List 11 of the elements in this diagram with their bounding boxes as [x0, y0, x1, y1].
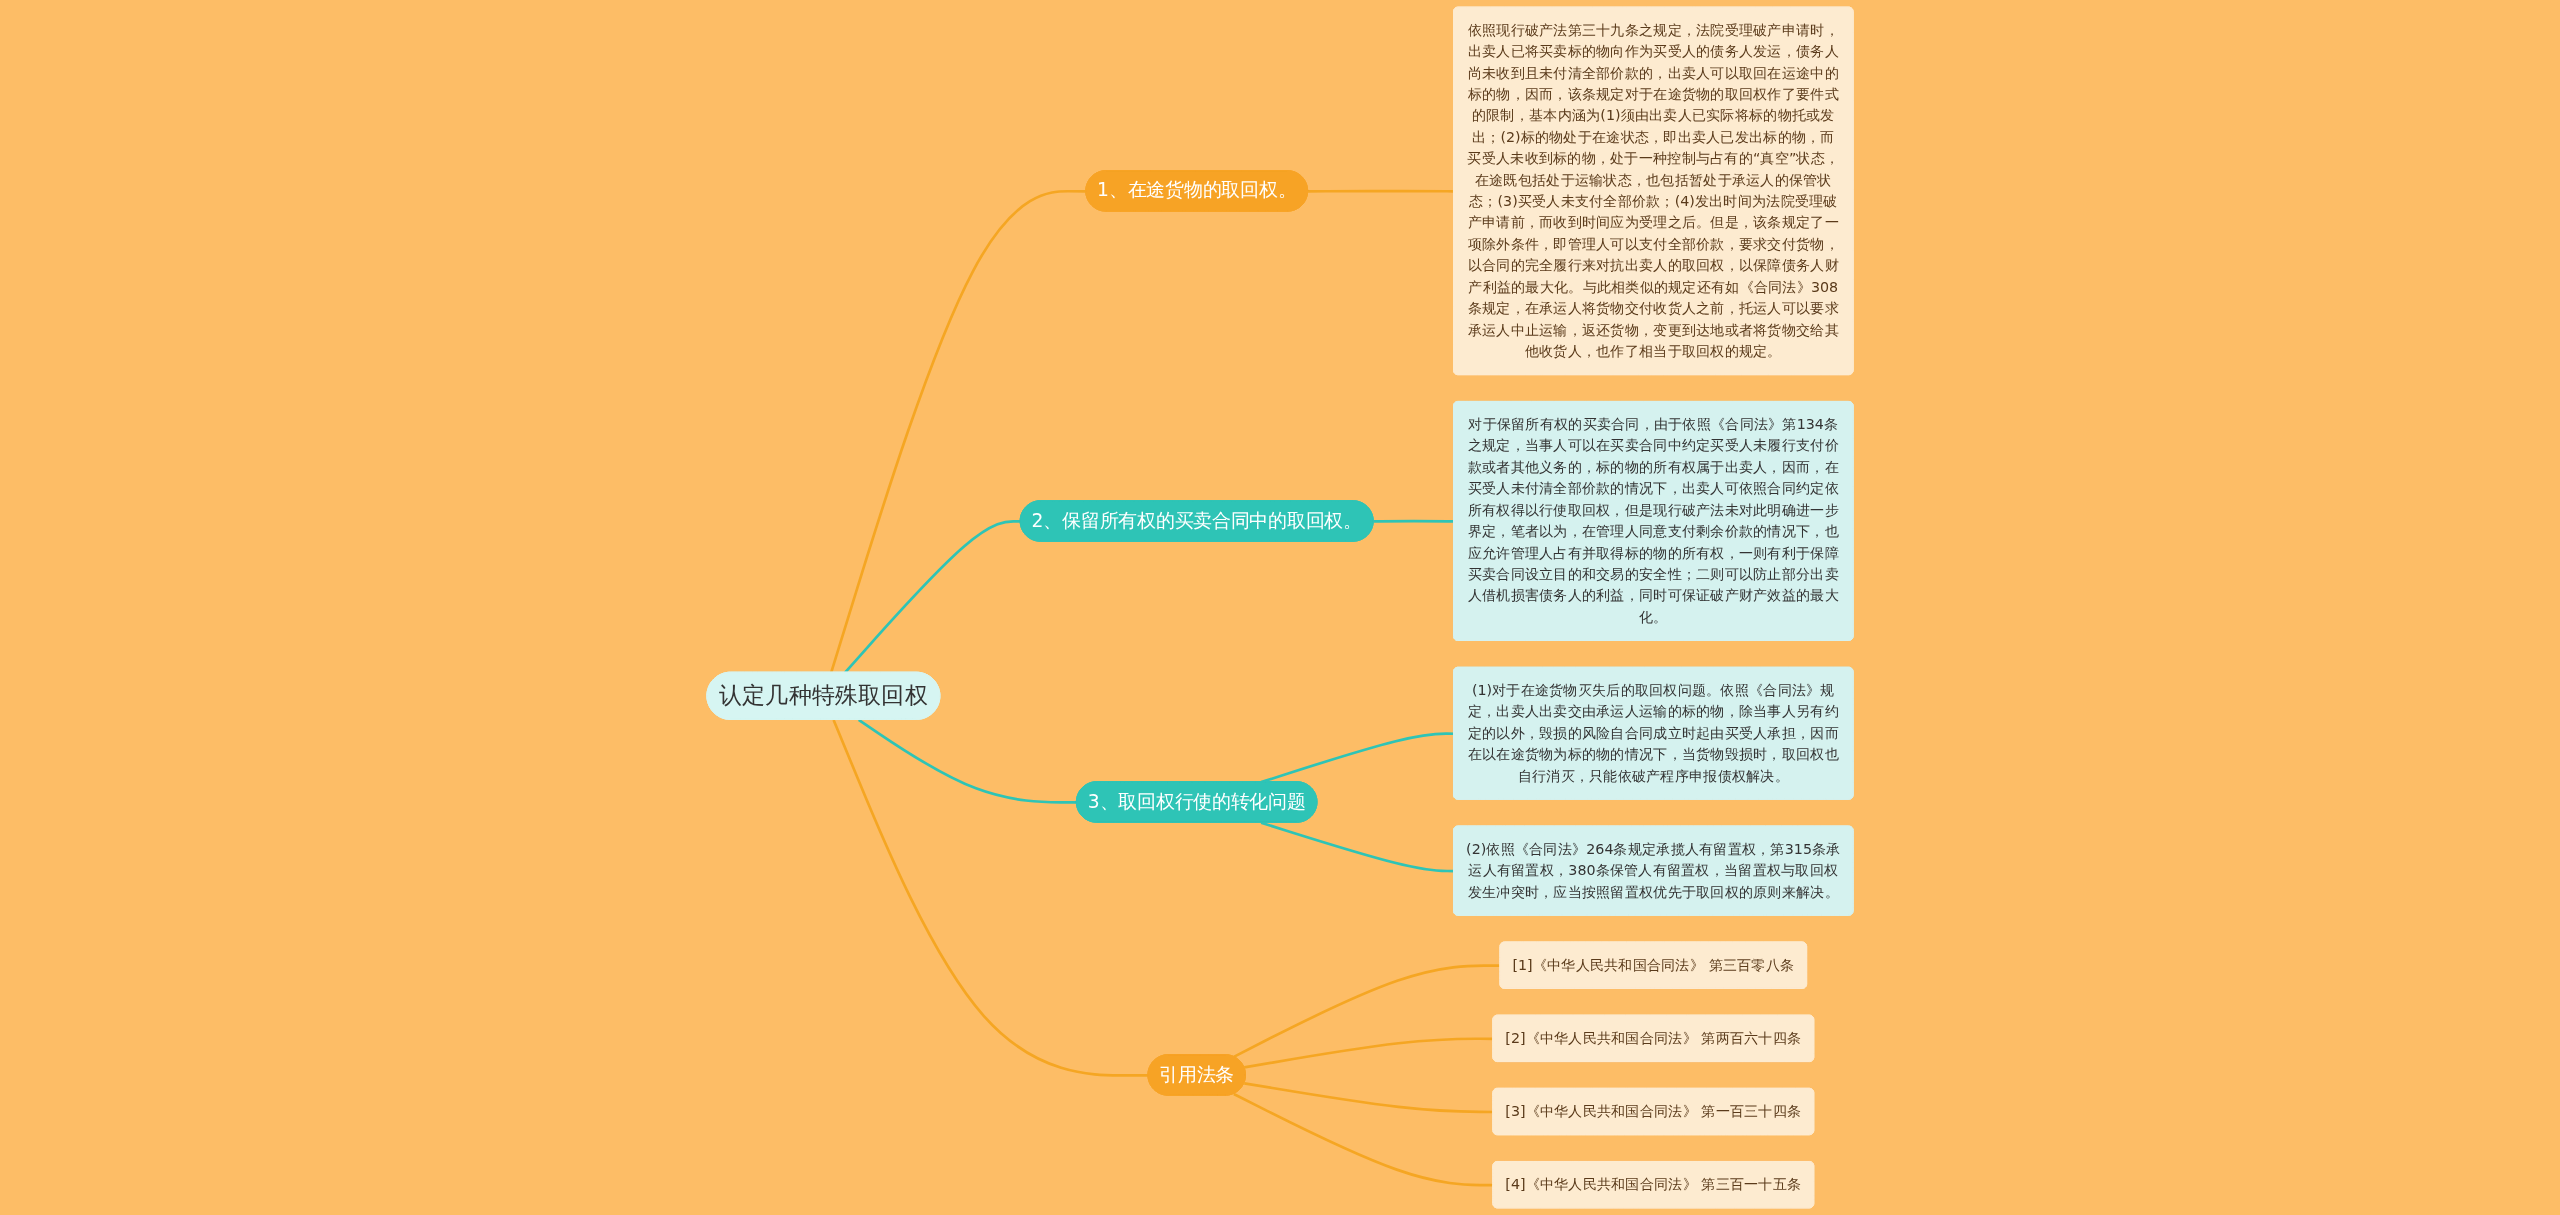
connector — [1233, 964, 1501, 1058]
connector — [1244, 1037, 1494, 1069]
connector — [1260, 821, 1454, 873]
connector — [1373, 519, 1454, 523]
connector — [857, 718, 1077, 804]
connector — [844, 520, 1021, 674]
connector — [1244, 1082, 1494, 1114]
connector — [1233, 1092, 1494, 1187]
connector — [832, 719, 1149, 1077]
connector — [1308, 189, 1454, 193]
connector — [829, 189, 1087, 673]
